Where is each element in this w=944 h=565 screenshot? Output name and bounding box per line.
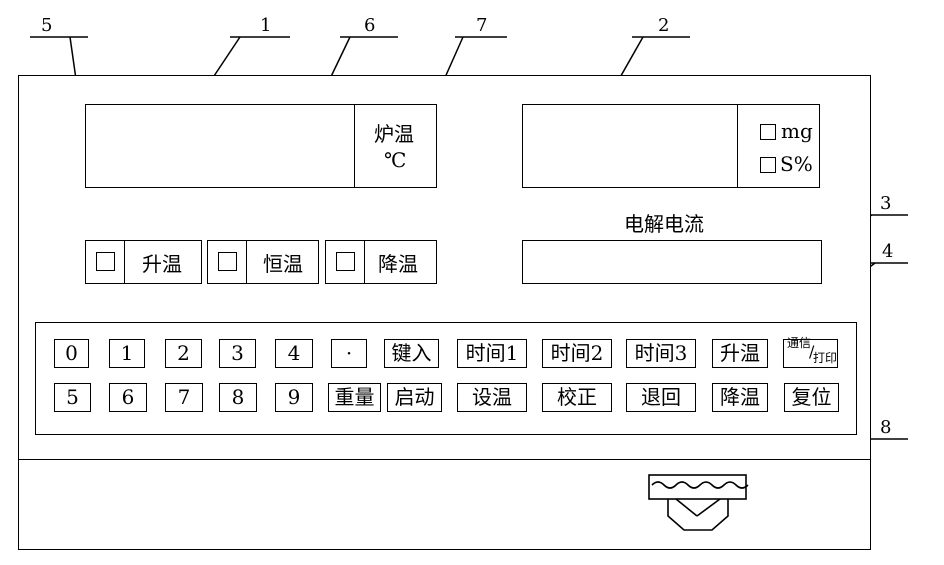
key-heat-up[interactable]: 升温: [712, 339, 768, 368]
indicator-heating-label: 升温: [142, 252, 182, 276]
indicator-constant-label: 恒温: [263, 252, 303, 276]
keypad-panel: [35, 322, 857, 435]
cooling-lamp-icon: [336, 252, 355, 271]
furnace-temp-display: [85, 104, 437, 188]
electrolysis-current-display: [522, 240, 822, 284]
key-time2[interactable]: 时间2: [542, 339, 612, 368]
indicator-cooling-label: 降温: [378, 252, 418, 276]
front-panel-divider: [18, 459, 871, 460]
key-time3[interactable]: 时间3: [626, 339, 696, 368]
callout-5: 5: [41, 15, 53, 36]
callout-6: 6: [364, 15, 376, 36]
callout-2: 2: [658, 15, 670, 36]
key-reset[interactable]: 复位: [784, 383, 839, 412]
key-comm-print[interactable]: 通信 / 打印: [783, 336, 838, 368]
key-3[interactable]: 3: [219, 339, 256, 368]
unit-s-percent-checkbox[interactable]: [760, 157, 776, 173]
indicator-heating-divider: [124, 240, 125, 284]
callout-4: 4: [882, 241, 894, 262]
key-weight[interactable]: 重量: [328, 383, 381, 412]
callout-3: 3: [880, 193, 892, 214]
callout-7: 7: [476, 15, 488, 36]
comm-label: 通信: [787, 336, 812, 350]
electrolysis-current-label: 电解电流: [624, 212, 704, 236]
celsius-unit-label: ℃: [384, 148, 407, 172]
key-7[interactable]: 7: [165, 383, 203, 412]
key-0[interactable]: 0: [54, 339, 89, 368]
callout-8: 8: [880, 417, 892, 438]
key-2[interactable]: 2: [165, 339, 202, 368]
unit-mg-label: mg: [781, 119, 813, 143]
key-start[interactable]: 启动: [387, 383, 442, 412]
key-back[interactable]: 退回: [626, 383, 696, 412]
furnace-display-divider: [354, 104, 355, 188]
unit-mg-checkbox[interactable]: [760, 124, 776, 140]
constant-temp-lamp-icon: [218, 252, 237, 271]
key-set-temp[interactable]: 设温: [457, 383, 527, 412]
unit-s-percent-label: S%: [780, 152, 813, 176]
indicator-constant-divider: [246, 240, 247, 284]
sample-inlet-handle-icon[interactable]: [640, 470, 755, 535]
comm-print-slash: /: [809, 342, 815, 361]
key-9[interactable]: 9: [275, 383, 313, 412]
key-cool-down[interactable]: 降温: [712, 383, 768, 412]
result-display-divider: [737, 104, 738, 188]
result-display: [522, 104, 820, 188]
print-label: 打印: [813, 351, 838, 365]
key-4[interactable]: 4: [275, 339, 313, 368]
key-6[interactable]: 6: [109, 383, 147, 412]
key-8[interactable]: 8: [219, 383, 257, 412]
indicator-cooling-divider: [364, 240, 365, 284]
key-time1[interactable]: 时间1: [457, 339, 527, 368]
furnace-temp-label: 炉温: [374, 122, 414, 146]
key-enter[interactable]: 键入: [384, 339, 439, 368]
heating-lamp-icon: [96, 252, 115, 271]
key-1[interactable]: 1: [109, 339, 145, 368]
key-5[interactable]: 5: [54, 383, 91, 412]
callout-1: 1: [260, 15, 272, 36]
key-calibrate[interactable]: 校正: [542, 383, 612, 412]
key-decimal-point[interactable]: ·: [331, 339, 367, 368]
